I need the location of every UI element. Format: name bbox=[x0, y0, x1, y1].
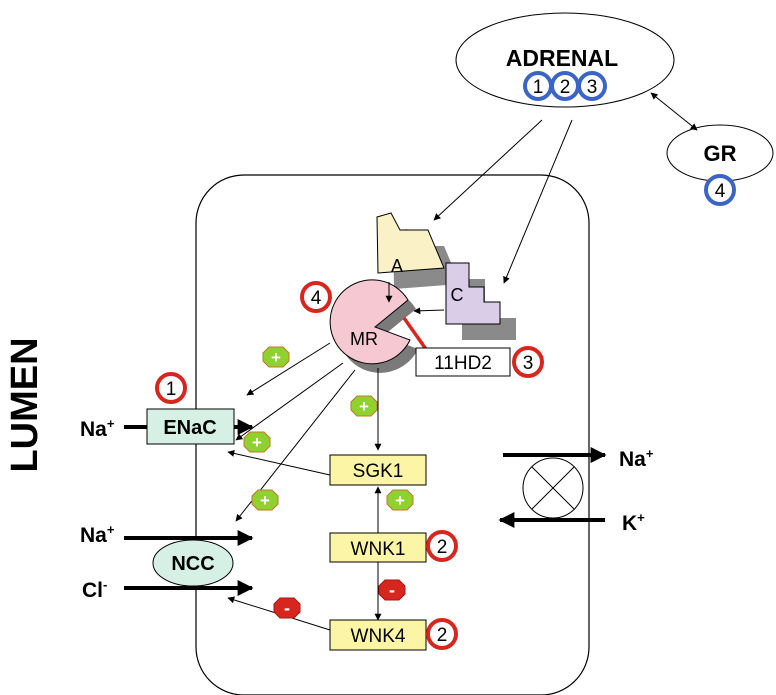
adrenal-badge-1: 1 bbox=[523, 71, 553, 101]
plus-sign-enac-text: + bbox=[252, 433, 262, 452]
plus-sign-mr-sgk1: + bbox=[350, 395, 378, 417]
enac-label: ENaC bbox=[163, 417, 216, 439]
adrenal-label: ADRENAL bbox=[506, 45, 618, 71]
minus-sign-wnk4-ncc-text: - bbox=[284, 598, 290, 618]
11hd2-badge-text: 3 bbox=[523, 353, 534, 374]
adrenal-node: ADRENAL 1 2 3 bbox=[455, 12, 675, 108]
wnk4-badge: 2 bbox=[426, 618, 458, 650]
na-k-pump bbox=[498, 447, 607, 528]
mr-to-enac-arrow-2 bbox=[235, 362, 344, 441]
adrenal-badge-3: 3 bbox=[577, 71, 607, 101]
plus-sign-enac: + bbox=[243, 431, 271, 453]
sgk1-label: SGK1 bbox=[353, 461, 404, 482]
wnk4-label: WNK4 bbox=[351, 626, 406, 647]
plus-sign-mr-enac-text: + bbox=[271, 348, 281, 367]
11hd2-enzyme: 11HD2 bbox=[415, 347, 511, 377]
minus-sign-wnk1-wnk4-text: - bbox=[389, 580, 395, 600]
wnk1-label: WNK1 bbox=[351, 539, 406, 560]
plus-sign-mr-enac: + bbox=[262, 346, 290, 368]
adrenal-ellipse bbox=[455, 12, 675, 108]
mr-label: MR bbox=[350, 329, 378, 349]
plus-sign-ncc: + bbox=[251, 489, 279, 511]
enac-badge-text: 1 bbox=[166, 379, 177, 400]
cl-ncc-text: Cl- bbox=[82, 577, 107, 602]
gr-badge-text: 4 bbox=[715, 181, 726, 202]
lumen-label: LUMEN bbox=[4, 337, 46, 472]
hormone-a-label: A bbox=[391, 256, 403, 276]
plus-sign-wnk1-sgk1: + bbox=[386, 489, 414, 511]
hormone-a: A bbox=[376, 212, 460, 289]
gr-node: GR 4 bbox=[666, 124, 774, 206]
wnk1-badge-text: 2 bbox=[437, 537, 448, 558]
na-ncc-text: Na+ bbox=[80, 522, 115, 547]
plus-sign-mr-sgk1-text: + bbox=[359, 397, 369, 416]
enac-badge: 1 bbox=[155, 372, 187, 404]
11hd2-inhibition-line bbox=[402, 316, 430, 354]
k-pump-text: K+ bbox=[622, 510, 645, 535]
enac-channel: ENaC bbox=[124, 408, 254, 445]
adrenal-badge-2: 2 bbox=[550, 71, 580, 101]
ncc-label: NCC bbox=[171, 553, 214, 575]
wnk1-kinase: WNK1 bbox=[329, 532, 427, 563]
wnk4-badge-text: 2 bbox=[437, 625, 448, 646]
mr-badge: 4 bbox=[300, 281, 332, 313]
plus-sign-ncc-text: + bbox=[260, 491, 270, 510]
minus-sign-wnk4-ncc: - bbox=[273, 597, 301, 619]
wnk4-kinase: WNK4 bbox=[329, 619, 427, 651]
adrenal-badge-3-text: 3 bbox=[587, 77, 598, 98]
sgk1-kinase: SGK1 bbox=[329, 454, 427, 486]
mr-to-enac-arrow-1 bbox=[246, 342, 331, 396]
wnk1-badge: 2 bbox=[426, 530, 458, 562]
adrenal-to-a-arrow bbox=[433, 119, 543, 221]
adrenal-badge-2-text: 2 bbox=[560, 77, 571, 98]
ncc-channel: NCC bbox=[124, 530, 254, 596]
hormone-c: C bbox=[445, 262, 516, 340]
adrenal-gr-arrow bbox=[650, 92, 698, 131]
gr-badge: 4 bbox=[704, 174, 736, 206]
11hd2-badge: 3 bbox=[512, 346, 544, 378]
sgk1-to-enac-arrow bbox=[227, 449, 331, 476]
mr-badge-text: 4 bbox=[311, 288, 322, 309]
gr-label: GR bbox=[704, 141, 737, 166]
na-pump-text: Na+ bbox=[619, 446, 654, 471]
c-to-mr-arrow bbox=[413, 307, 445, 315]
minus-sign-wnk1-wnk4: - bbox=[378, 579, 406, 601]
hormone-c-label: C bbox=[451, 285, 464, 305]
mr-receptor: MR bbox=[329, 279, 418, 373]
11hd2-label: 11HD2 bbox=[434, 353, 492, 374]
adrenal-to-c-arrow bbox=[503, 119, 573, 284]
plus-sign-wnk1-sgk1-text: + bbox=[395, 491, 405, 510]
na-enac-text: Na+ bbox=[80, 416, 115, 441]
adrenal-badge-1-text: 1 bbox=[533, 77, 544, 98]
